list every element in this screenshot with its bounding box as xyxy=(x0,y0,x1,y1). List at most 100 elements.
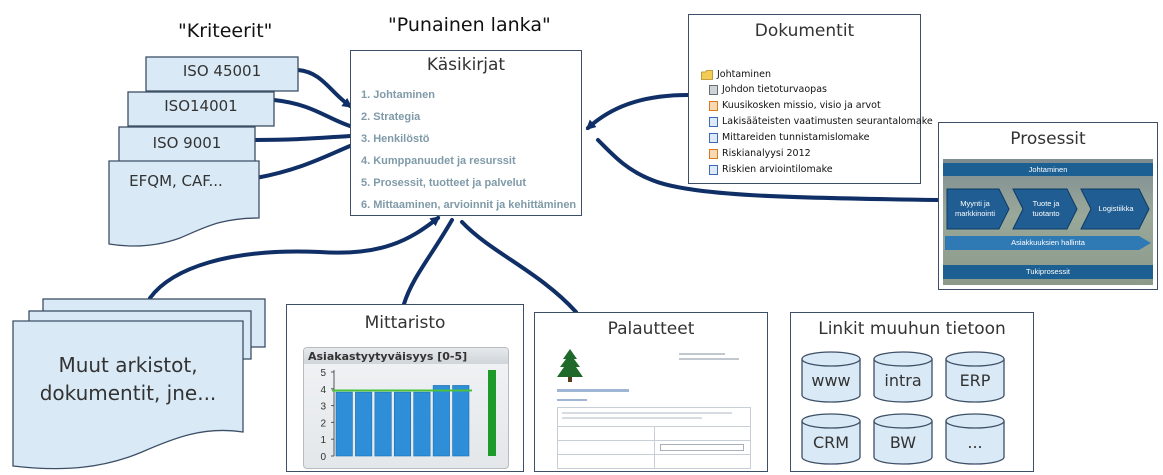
database-label: www xyxy=(811,371,851,390)
document-row[interactable]: Johdon tietoturvaopas xyxy=(709,84,827,95)
mittaristo-chart: 5 4 3 2 1 0 xyxy=(320,368,496,463)
process-step-1[interactable]: Myynti ja markkinointi xyxy=(954,199,995,218)
document-name: Riskianalyysi 2012 xyxy=(722,148,811,159)
palautteet-title: Palautteet xyxy=(607,319,695,339)
kasikirjat-item-4[interactable]: 4. Kumppanuudet ja resurssit xyxy=(361,155,516,167)
database-icon xyxy=(801,413,861,465)
process-step-3[interactable]: Logistiikka xyxy=(1098,204,1134,213)
document-icon xyxy=(709,148,718,159)
gauge-bar xyxy=(488,370,496,456)
standard-paper-3 xyxy=(108,160,260,247)
database-more[interactable]: ... xyxy=(945,413,1005,465)
standard-label-iso45001: ISO 45001 xyxy=(182,62,262,80)
muut-arkistot-label-2: dokumentit, jne... xyxy=(39,381,217,405)
chart-bar xyxy=(452,385,470,457)
chart-bar xyxy=(413,391,431,457)
chart-bar xyxy=(355,391,373,457)
folder-icon xyxy=(701,69,713,80)
y-tick-label: 3 xyxy=(320,402,326,413)
standard-label-iso9001: ISO 9001 xyxy=(152,134,222,152)
document-row[interactable]: Kuusikosken missio, visio ja arvot xyxy=(709,100,881,111)
mittaristo-panel: Asiakastyytyväisyys [0-5] 5 4 3 2 1 0 xyxy=(303,347,509,469)
document-name: Kuusikosken missio, visio ja arvot xyxy=(722,100,881,111)
form-subheading-line xyxy=(557,399,587,401)
dokumentit-box: Dokumentit Johtaminen Johdon tietoturvao… xyxy=(688,14,933,184)
database-bw[interactable]: BW xyxy=(873,413,933,465)
chart-bar xyxy=(432,385,450,457)
database-www[interactable]: www xyxy=(801,351,861,403)
database-icon xyxy=(945,413,1005,465)
document-icon xyxy=(709,116,718,127)
document-row[interactable]: Riskien arviointilomake xyxy=(709,164,833,175)
prosessit-box: Prosessit Johtaminen Myynti ja markkinoi… xyxy=(938,122,1158,290)
folder-row[interactable]: Johtaminen xyxy=(701,69,771,80)
chart-bar xyxy=(374,391,392,457)
database-icon xyxy=(873,413,933,465)
mittaristo-box: Mittaristo Asiakastyytyväisyys [0-5] 5 4 3… xyxy=(286,304,524,472)
document-row[interactable]: Lakisääteisten vaatimusten seurantalomak… xyxy=(709,116,933,127)
database-label: ... xyxy=(967,433,983,452)
kasikirjat-item-2[interactable]: 2. Strategia xyxy=(361,111,421,123)
standard-label-iso14001: ISO14001 xyxy=(164,97,238,115)
chart-bar xyxy=(393,391,412,457)
database-icon xyxy=(801,351,861,403)
prosessit-title: Prosessit xyxy=(1010,129,1086,149)
document-icon xyxy=(709,132,718,143)
y-tick-label: 2 xyxy=(320,418,326,429)
y-tick-label: 1 xyxy=(320,435,326,446)
linkit-title: Linkit muuhun tietoon xyxy=(818,319,1006,339)
heading-kriteerit: "Kriteerit" xyxy=(178,20,273,42)
document-icon xyxy=(709,100,718,111)
kasikirjat-item-3[interactable]: 3. Henkilöstö xyxy=(361,133,430,145)
form-meta-lines xyxy=(679,353,739,360)
document-name: Johdon tietoturvaopas xyxy=(722,84,827,95)
standard-paper-1 xyxy=(127,91,275,127)
database-icon xyxy=(873,351,933,403)
y-tick-label: 0 xyxy=(320,452,326,463)
kasikirjat-title: Käsikirjat xyxy=(426,55,506,75)
database-icon xyxy=(945,351,1005,403)
process-bottom-label: Tukiprosessit xyxy=(1026,267,1070,276)
document-icon xyxy=(709,84,718,95)
muut-arkistot-label-1: Muut arkistot, xyxy=(58,353,198,377)
mittaristo-chart-title: Asiakastyytyväisyys [0-5] xyxy=(308,350,468,363)
database-label: CRM xyxy=(812,433,850,452)
archive-paper-front xyxy=(12,320,244,470)
process-top-label: Johtaminen xyxy=(1028,165,1068,174)
process-step-2[interactable]: Tuote ja tuotanto xyxy=(1032,199,1060,218)
database-label: ERP xyxy=(959,371,991,390)
document-name: Lakisääteisten vaatimusten seurantalomak… xyxy=(722,116,933,127)
kasikirjat-item-1[interactable]: 1. Johtaminen xyxy=(361,89,435,101)
tree-logo-icon xyxy=(557,349,583,382)
database-crm[interactable]: CRM xyxy=(801,413,861,465)
document-icon xyxy=(709,164,718,175)
dokumentit-title: Dokumentit xyxy=(754,21,855,41)
kasikirjat-item-5[interactable]: 5. Prosessit, tuotteet ja palvelut xyxy=(361,177,527,189)
process-band-label: Asiakkuuksien hallinta xyxy=(1011,238,1085,247)
document-row[interactable]: Mittareiden tunnistamislomake xyxy=(709,132,870,143)
database-label: BW xyxy=(889,433,917,452)
mittaristo-title: Mittaristo xyxy=(364,313,446,333)
linkit-box: Linkit muuhun tietoon www intra ERP CRM … xyxy=(790,312,1034,472)
process-map: Johtaminen Myynti ja markkinointi Tuote … xyxy=(943,159,1153,285)
process-map-shapes xyxy=(943,163,1153,279)
form-grid xyxy=(557,407,751,469)
database-intra[interactable]: intra xyxy=(873,351,933,403)
document-name: Mittareiden tunnistamislomake xyxy=(722,132,870,143)
document-name: Riskien arviointilomake xyxy=(722,164,833,175)
document-row[interactable]: Riskianalyysi 2012 xyxy=(709,148,811,159)
database-label: intra xyxy=(884,371,922,390)
standard-paper-0 xyxy=(145,56,299,92)
database-erp[interactable]: ERP xyxy=(945,351,1005,403)
heading-punainen-lanka: "Punainen lanka" xyxy=(388,14,551,36)
kasikirjat-item-6[interactable]: 6. Mittaaminen, arvioinnit ja kehittämin… xyxy=(361,199,577,211)
form-heading-line xyxy=(557,389,629,392)
y-tick-label: 4 xyxy=(320,385,326,396)
kasikirjat-box: Käsikirjat 1. Johtaminen 2. Strategia 3.… xyxy=(350,50,582,216)
folder-label: Johtaminen xyxy=(717,69,771,80)
palautteet-box: Palautteet xyxy=(534,312,768,472)
chart-bar xyxy=(335,391,353,457)
mittaristo-panel-header xyxy=(304,348,508,364)
y-tick-label: 5 xyxy=(320,368,326,379)
